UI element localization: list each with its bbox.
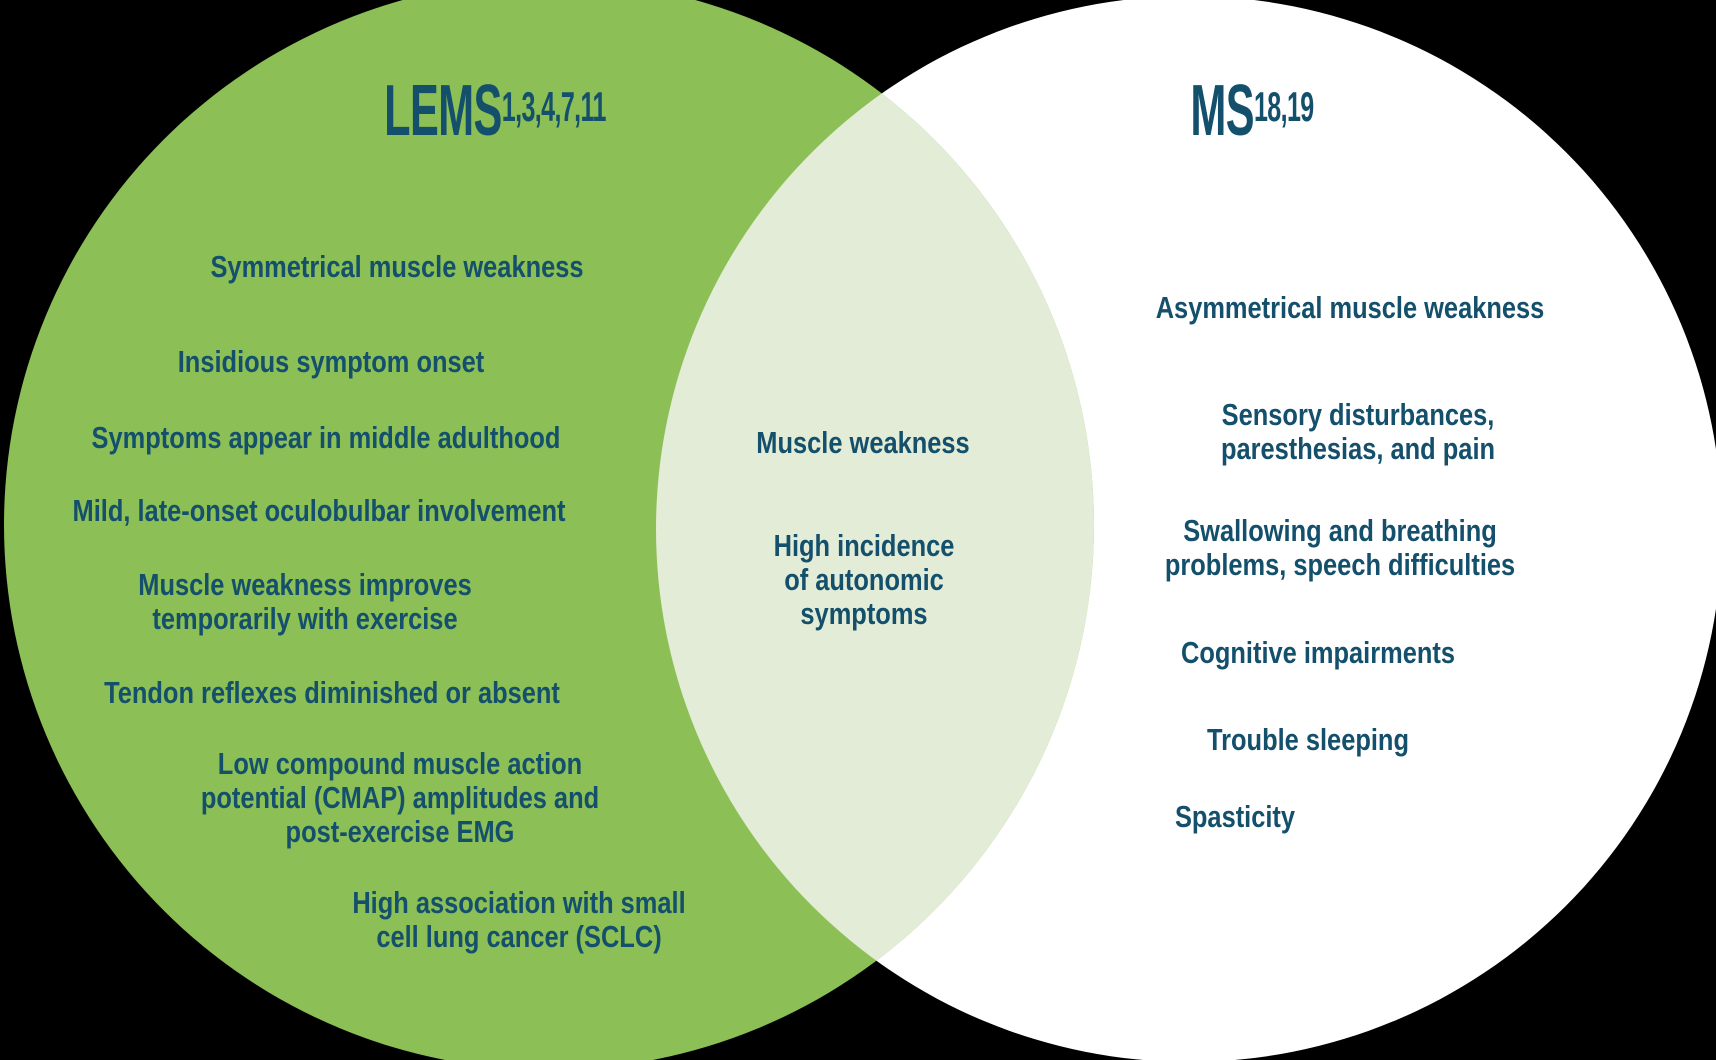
ms-item-trouble-sleeping: Trouble sleeping [1206, 722, 1409, 757]
shared-item-muscle-weakness: Muscle weakness [756, 425, 970, 460]
lems-item-tendon-reflexes: Tendon reflexes diminished or absent [104, 675, 560, 710]
ms-item-cognitive-impairments: Cognitive impairments [1180, 635, 1456, 670]
lems-item-oculobulbar: Mild, late-onset oculobulbar involvement [72, 493, 566, 528]
lems-item-cmap-emg: Low compound muscle action potential (CM… [200, 746, 600, 849]
ms-title-text: MS [1190, 71, 1254, 151]
lems-item-improves-with-exercise: Muscle weakness improves temporarily wit… [138, 567, 472, 636]
ms-title-refs: 18,19 [1253, 82, 1314, 130]
ms-item-asymmetrical-weakness: Asymmetrical muscle weakness [1155, 290, 1545, 325]
ms-title: MS18,19 [1190, 75, 1314, 147]
lems-title-refs: 1,3,4,7,11 [501, 82, 607, 130]
lems-item-middle-adulthood: Symptoms appear in middle adulthood [91, 420, 561, 455]
shared-item-autonomic-symptoms: High incidence of autonomic symptoms [773, 528, 955, 631]
overlap-region [656, 0, 1094, 1060]
lems-title-text: LEMS [384, 71, 502, 151]
lems-item-symmetrical-weakness: Symmetrical muscle weakness [210, 249, 584, 284]
ms-item-sensory-disturbances: Sensory disturbances, paresthesias, and … [1220, 397, 1496, 466]
lems-item-sclc-association: High association with small cell lung ca… [352, 885, 686, 954]
lems-title: LEMS1,3,4,7,11 [384, 75, 606, 147]
ms-item-swallowing-breathing: Swallowing and breathing problems, speec… [1164, 513, 1516, 582]
lems-item-insidious-onset: Insidious symptom onset [177, 344, 485, 379]
ms-item-spasticity: Spasticity [1174, 799, 1296, 834]
